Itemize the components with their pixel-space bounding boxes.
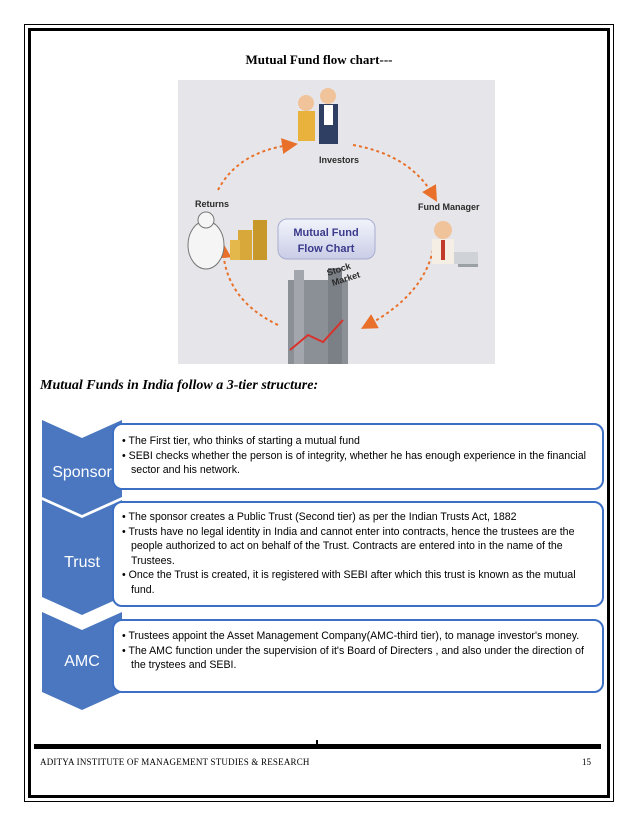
tier-label-trust: Trust <box>42 554 122 572</box>
tier-bullet: The First tier, who thinks of starting a… <box>122 434 594 449</box>
node-fund-manager: Fund Manager <box>418 202 480 212</box>
arrow-market-to-returns <box>223 250 278 325</box>
center-label-line1: Mutual Fund <box>293 227 358 239</box>
flow-chart-figure: Investors Fund Manager Stock Market Re <box>178 80 495 364</box>
arrow-returns-to-investors <box>218 145 290 190</box>
node-investors: Investors <box>319 155 359 165</box>
investors-icon <box>298 88 338 144</box>
arrow-manager-to-market <box>368 250 433 325</box>
tier-label-amc: AMC <box>42 653 122 671</box>
footer-institute: ADITYA INSTITUTE OF MANAGEMENT STUDIES &… <box>40 757 310 767</box>
tier-box-trust: The sponsor creates a Public Trust (Seco… <box>112 501 604 607</box>
returns-icon <box>188 212 267 269</box>
tier-bullet: Trusts have no legal identity in India a… <box>122 525 594 569</box>
tier-bullet: The AMC function under the supervision o… <box>122 644 594 673</box>
node-returns: Returns <box>195 199 229 209</box>
page-number: 15 <box>582 757 591 767</box>
tier-bullet: SEBI checks whether the person is of int… <box>122 449 594 478</box>
tier-bullet: Once the Trust is created, it is registe… <box>122 568 594 597</box>
arrow-investors-to-manager <box>353 145 433 195</box>
page-title: Mutual Fund flow chart--- <box>0 52 638 68</box>
fund-manager-icon <box>432 221 478 267</box>
flow-chart-svg: Investors Fund Manager Stock Market Re <box>178 80 495 364</box>
tier-label-sponsor: Sponsor <box>42 464 122 482</box>
footer-rule <box>34 744 601 749</box>
structure-heading: Mutual Funds in India follow a 3-tier st… <box>40 378 318 394</box>
center-label-line2: Flow Chart <box>298 243 355 255</box>
tier-box-sponsor: The First tier, who thinks of starting a… <box>112 423 604 490</box>
tier-box-amc: Trustees appoint the Asset Management Co… <box>112 619 604 693</box>
tier-bullet: The sponsor creates a Public Trust (Seco… <box>122 510 594 525</box>
tier-bullet: Trustees appoint the Asset Management Co… <box>122 629 594 644</box>
